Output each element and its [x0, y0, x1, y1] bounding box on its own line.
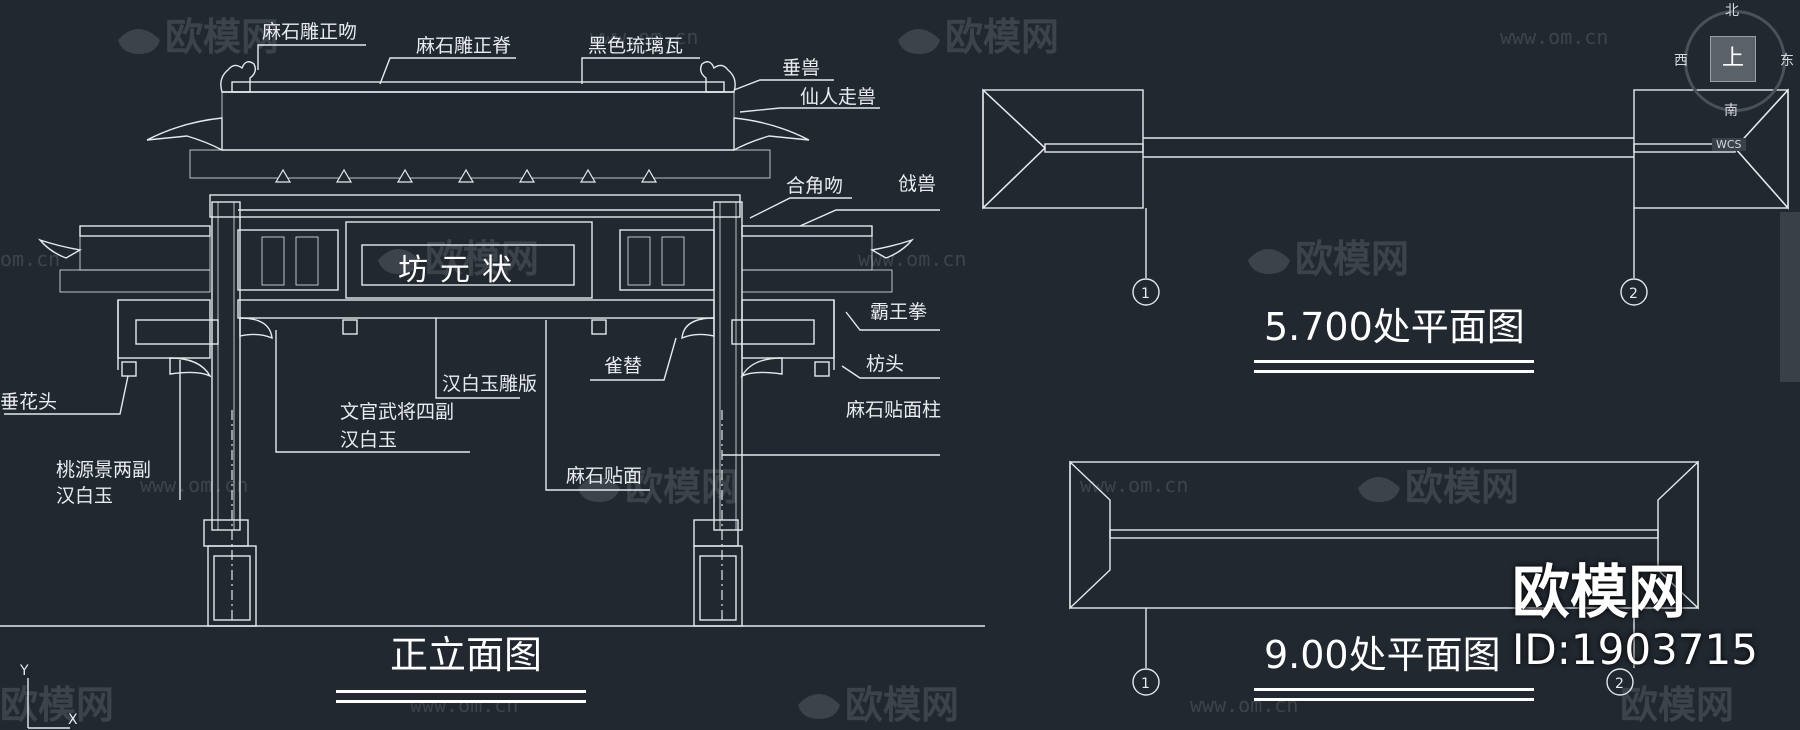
- hip-right: [1657, 460, 1699, 610]
- ucs-y-label: Y: [19, 663, 29, 679]
- columns: [203, 201, 743, 627]
- label-corner-kiss: 合角吻: [786, 175, 843, 197]
- plan-upper-title: 5.700处平面图: [1264, 305, 1525, 349]
- watermark-brand: 欧模网: [1620, 683, 1734, 727]
- compass-south[interactable]: 南: [1724, 103, 1738, 119]
- side-roofs: [37, 225, 915, 378]
- label-immortal-beasts: 仙人走兽: [800, 86, 876, 108]
- axis-bubble-2: [1620, 278, 1648, 306]
- viewcube[interactable]: 北 西 东 南 上 WCS: [1672, 0, 1800, 151]
- elevation-title: 正立面图: [390, 633, 542, 677]
- title-underline: [1254, 370, 1534, 373]
- overlay-model-id: ID:1903715: [1512, 625, 1758, 674]
- label-ridge-beast: 麻石雕正吻: [262, 21, 357, 43]
- watermark-url: www.om.cn: [1080, 473, 1188, 497]
- watermark-url: www.om.cn: [1190, 693, 1298, 717]
- plan-lower-title: 9.00处平面图: [1264, 633, 1501, 677]
- watermark-brand: 欧模网: [1405, 465, 1519, 509]
- front-elevation[interactable]: 坊元状: [0, 21, 985, 703]
- navigation-bar[interactable]: [1780, 212, 1800, 382]
- watermark-brand: 欧模网: [0, 683, 114, 727]
- label-tiles: 黑色琉璃瓦: [588, 35, 683, 57]
- axis-number-1: 1: [1141, 676, 1150, 692]
- label-taoyuan-line2: 汉白玉: [56, 485, 113, 507]
- compass-north[interactable]: 北: [1725, 3, 1739, 19]
- viewcube-compass-ring[interactable]: [1684, 10, 1786, 112]
- ucs-x-label: X: [68, 712, 78, 728]
- watermark-url: www.om.cn: [410, 693, 518, 717]
- title-underline: [1254, 360, 1534, 363]
- main-roof: [146, 61, 810, 183]
- label-hanging-beast: 垂兽: [782, 57, 820, 79]
- watermark-url: www.om.cn: [590, 25, 698, 49]
- axis-bubble-2: [1606, 668, 1634, 696]
- watermark-url: www.om.cn: [140, 473, 248, 497]
- title-underline: [336, 700, 586, 703]
- watermark-url: www.om.cn: [1500, 25, 1608, 49]
- compass-east[interactable]: 东: [1780, 53, 1794, 69]
- watermark-url: www.om.cn: [858, 247, 966, 271]
- leader-lines: [4, 44, 940, 500]
- hip-left: [1069, 460, 1111, 610]
- label-bawang-fist: 霸王拳: [870, 301, 927, 323]
- label-granite-face: 麻石贴面: [566, 465, 642, 487]
- axis-number-2: 2: [1629, 286, 1638, 302]
- label-beam-head: 枋头: [866, 353, 904, 375]
- label-halberd-beast: 戗兽: [898, 173, 936, 195]
- title-underline: [336, 690, 586, 693]
- watermark-brand: 欧模网: [845, 683, 959, 727]
- watermark-brand: 欧模网: [945, 15, 1059, 59]
- label-main-ridge: 麻石雕正脊: [416, 35, 511, 57]
- watermark-brand: 欧模网: [165, 15, 279, 59]
- label-taoyuan-line1: 桃源景两副: [56, 459, 151, 481]
- label-bracket: 雀替: [604, 355, 642, 377]
- wcs-menu-button[interactable]: WCS: [1712, 138, 1746, 151]
- title-underline: [1254, 688, 1534, 691]
- ridge-line: [1109, 529, 1659, 539]
- overlay-brand: 欧模网: [1512, 558, 1687, 626]
- axis-bubble-1: [1132, 278, 1160, 306]
- plan-9000[interactable]: 1 2 9.00处平面图: [1069, 460, 1699, 701]
- compass-west[interactable]: 西: [1674, 53, 1688, 69]
- label-officials-line2: 汉白玉: [340, 429, 397, 451]
- axis-number-1: 1: [1141, 286, 1150, 302]
- watermark-logo-icon: [118, 29, 1400, 719]
- ucs-icon: Y X: [19, 663, 78, 729]
- axis-bubble-1: [1132, 668, 1160, 696]
- watermark-url: om.cn: [0, 247, 60, 271]
- label-officials-line1: 文官武将四副: [340, 401, 454, 423]
- left-side-roof-plan: [982, 88, 1144, 210]
- label-hanging-flower: 垂花头: [0, 391, 57, 413]
- label-granite-column: 麻石贴面柱: [846, 399, 941, 421]
- viewcube-top-face[interactable]: 上: [1710, 36, 1756, 82]
- label-jade-panel: 汉白玉雕版: [442, 373, 537, 395]
- plan-5700[interactable]: 1 2 5.700处平面图: [982, 88, 1789, 373]
- watermark-brand: 欧模网: [1295, 237, 1409, 281]
- title-underline: [1254, 698, 1534, 701]
- plaque-text: 坊元状: [398, 253, 524, 288]
- axis-number-2: 2: [1615, 676, 1624, 692]
